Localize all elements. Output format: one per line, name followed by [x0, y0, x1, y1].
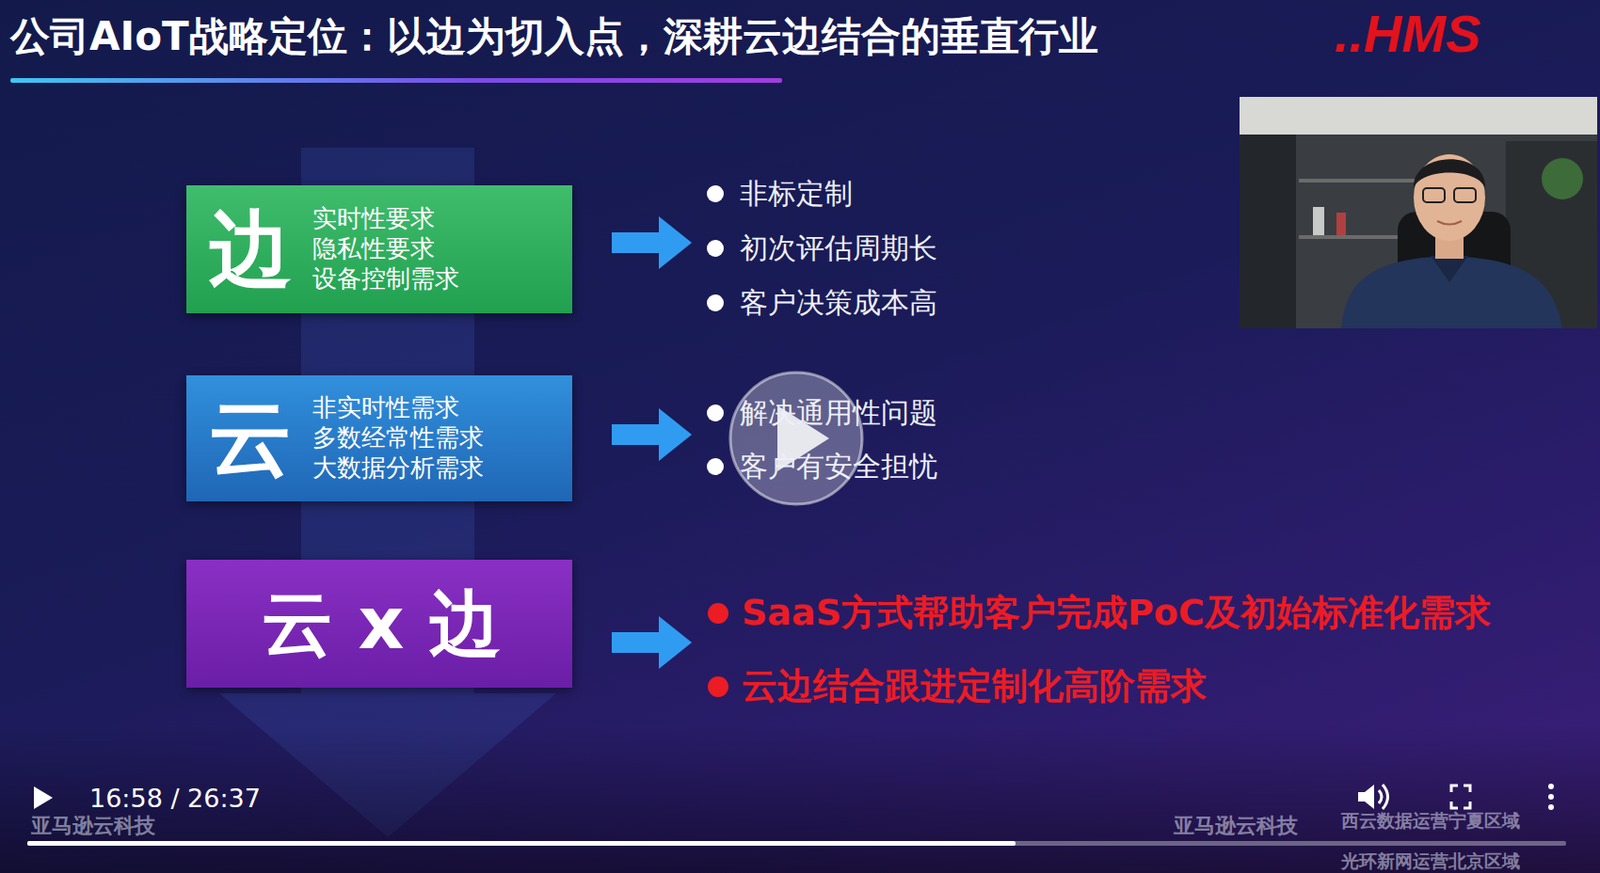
box-body: 非实时性需求 多数经常性需求 大数据分析需求	[312, 393, 484, 483]
box-body: 实时性要求 隐私性要求 设备控制需求	[312, 204, 460, 294]
bullet-text: 客户有安全担忧	[739, 449, 938, 484]
volume-icon	[1358, 784, 1389, 810]
bullet-dot	[707, 603, 729, 624]
collar	[1430, 256, 1469, 283]
arrow-right	[611, 616, 692, 670]
corner	[1463, 801, 1471, 809]
category-box: 云 x 边	[186, 560, 573, 688]
arrow-right	[611, 216, 692, 270]
dot	[1548, 794, 1554, 800]
bullet-text: 客户决策成本高	[739, 286, 938, 320]
wave	[1378, 790, 1382, 804]
category-box: 云非实时性需求 多数经常性需求 大数据分析需求	[186, 375, 573, 502]
glasses	[1423, 188, 1445, 203]
ceiling	[1239, 96, 1598, 135]
corner	[1451, 801, 1458, 809]
speaker	[1358, 784, 1375, 810]
bullet-text: 解决通用性问题	[739, 396, 938, 431]
arrow-right	[611, 408, 692, 462]
progress-played	[27, 841, 1016, 847]
play-circle	[730, 372, 863, 505]
bullet-text: 初次评估周期长	[739, 231, 938, 266]
play-overlay	[730, 372, 863, 505]
fullscreen-icon	[1451, 785, 1471, 809]
bullet-dot	[707, 676, 729, 698]
slide-title: 公司AIoT战略定位：以边为切入点，深耕云边结合的垂直行业	[10, 13, 1099, 61]
wall-panel	[1239, 134, 1296, 329]
bullet-dot	[706, 404, 724, 422]
watermark: 光环新网运营北京区域	[1341, 850, 1520, 873]
webcam-video	[1239, 96, 1598, 329]
glasses	[1454, 188, 1476, 203]
watermark: 亚马逊云科技	[1173, 814, 1298, 839]
dot	[1548, 784, 1554, 790]
wave	[1382, 784, 1389, 810]
bullet-dots	[706, 185, 729, 698]
highlight-bullet-text: SaaS方式帮助客户完成PoC及初始标准化需求	[741, 592, 1491, 636]
plant	[1541, 158, 1584, 200]
brand-logo: ..HMS	[1334, 1, 1482, 65]
box-heading: 边	[208, 208, 292, 291]
bullet-text: 非标定制	[739, 176, 853, 211]
blue-arrows	[611, 216, 692, 670]
progress-track	[27, 841, 1567, 847]
controls-shade	[0, 724, 1600, 873]
trophy	[1336, 212, 1346, 236]
shirt	[1341, 256, 1563, 329]
watermark: 亚马逊云科技	[31, 814, 156, 839]
bullet-dot	[706, 240, 724, 257]
bullet-dot	[706, 185, 724, 203]
face	[1413, 154, 1486, 241]
dot	[1548, 804, 1554, 811]
category-box: 边实时性要求 隐私性要求 设备控制需求	[186, 185, 573, 314]
watermark: 西云数据运营宁夏区域	[1341, 810, 1520, 832]
bullet-dot	[706, 294, 724, 312]
mouth	[1437, 221, 1462, 225]
hair	[1413, 159, 1486, 189]
corner	[1451, 785, 1458, 793]
video-time: 16:58 / 26:37	[89, 784, 261, 815]
player-controls	[27, 784, 1567, 847]
title-underline	[10, 78, 783, 83]
corner	[1463, 785, 1471, 793]
more-icon	[1548, 784, 1554, 811]
bullet-dot	[706, 458, 724, 476]
highlight-bullet-text: 云边结合跟进定制化高阶需求	[741, 665, 1207, 709]
box-heading: 云	[208, 397, 292, 480]
trophy	[1312, 207, 1325, 236]
webcam-background	[1239, 96, 1598, 329]
box-heading: 云 x 边	[261, 588, 501, 660]
play-icon	[33, 786, 53, 810]
